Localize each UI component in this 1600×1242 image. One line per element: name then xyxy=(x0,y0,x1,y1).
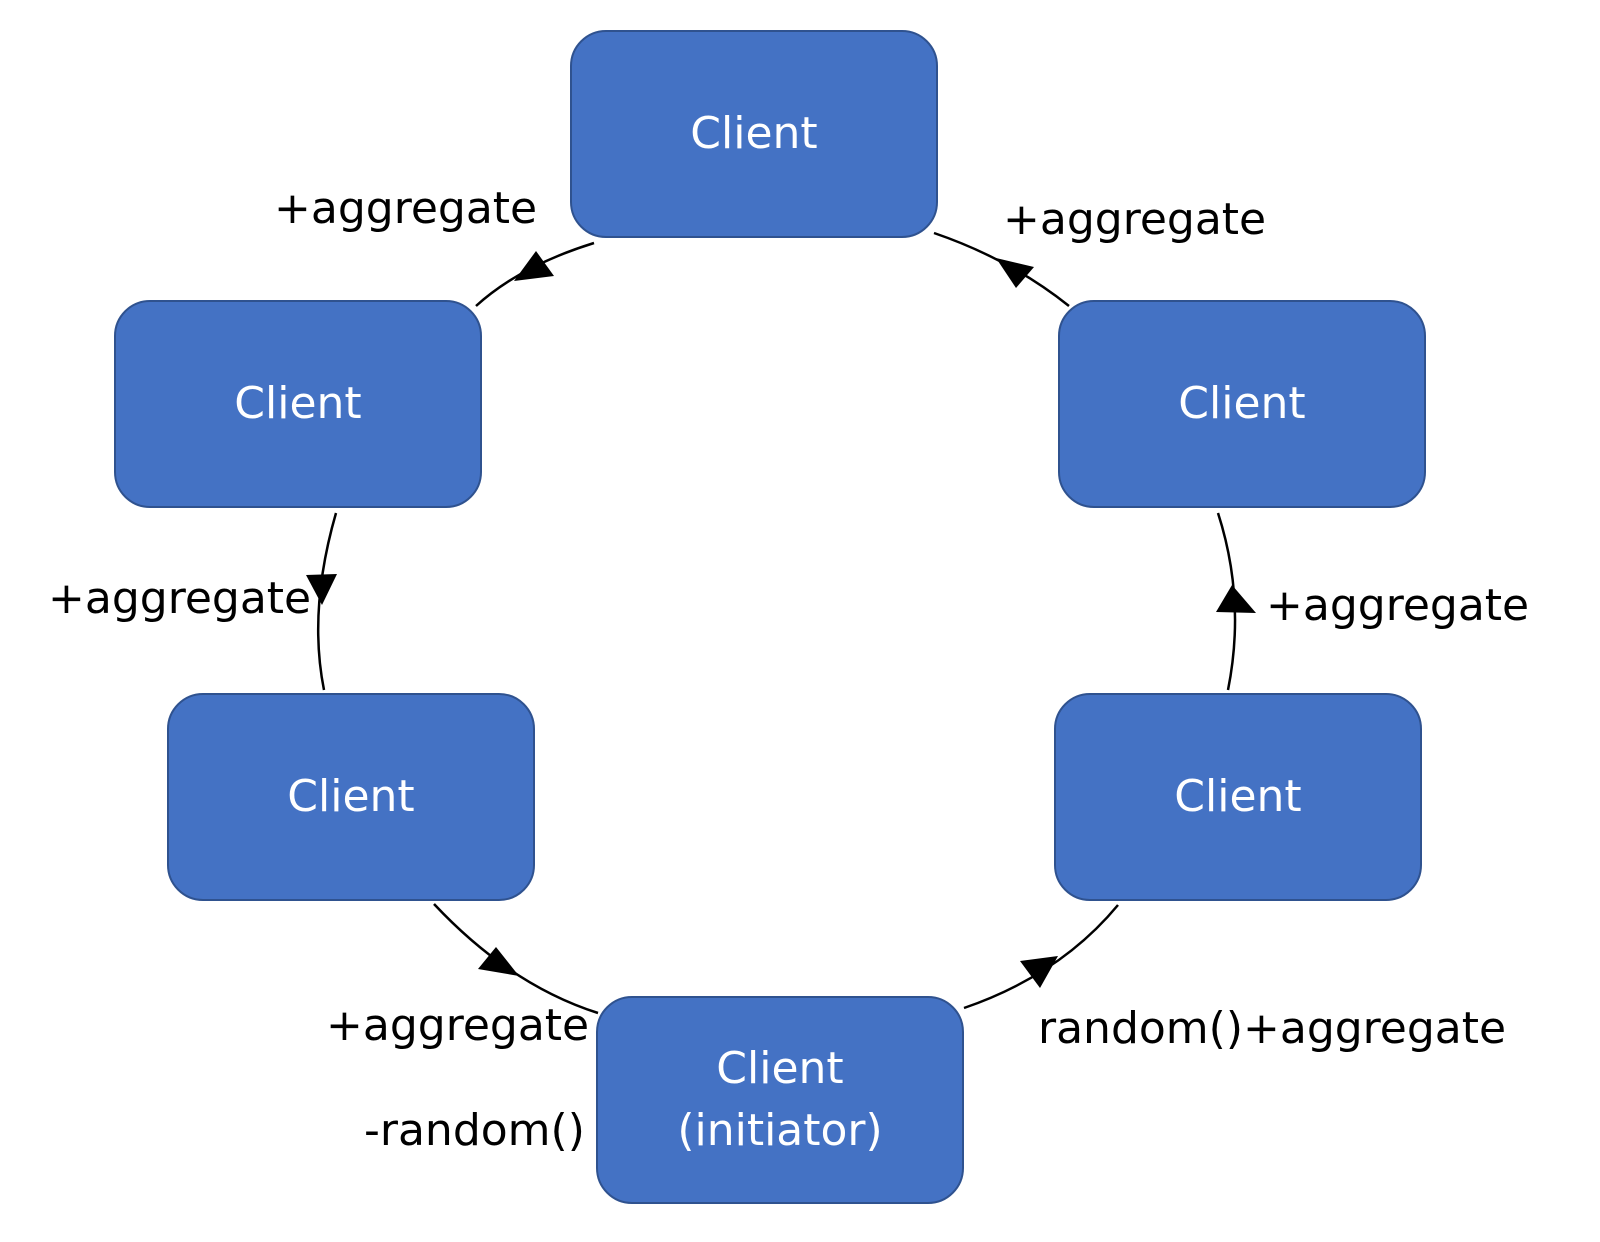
client-node-upper-left: Client xyxy=(114,300,482,508)
edge-label-upper-right-to-top: +aggregate xyxy=(1003,194,1267,245)
arrowhead-upper-right-to-top xyxy=(996,258,1034,288)
client-node-initiator-sublabel: (initiator) xyxy=(677,1105,883,1156)
edge-initiator-to-lower-right xyxy=(963,904,1119,1010)
edge-label-lower-right-to-upper-right: +aggregate xyxy=(1266,580,1530,631)
client-node-top-label: Client xyxy=(690,108,818,159)
edge-label-initiator-to-lower-right: random()+aggregate xyxy=(1038,1003,1507,1054)
arrowhead-lower-left-to-initiator xyxy=(478,947,519,976)
edge-lower-left-to-initiator xyxy=(433,903,599,1015)
arrowhead-initiator-to-lower-right xyxy=(1020,956,1058,988)
edge-label-lower-left-to-initiator: +aggregate xyxy=(326,1000,590,1051)
client-node-lower-left: Client xyxy=(167,693,535,901)
edge-upper-left-to-lower-left xyxy=(316,512,338,691)
arrowhead-top-to-upper-left xyxy=(514,251,554,281)
client-node-top: Client xyxy=(570,30,938,238)
edge-label-upper-left-to-lower-left: +aggregate xyxy=(48,573,312,624)
client-node-lower-right-label: Client xyxy=(1174,771,1302,822)
client-node-lower-right: Client xyxy=(1054,693,1422,901)
edge-label-lower-left-to-initiator-extra: -random() xyxy=(364,1105,585,1156)
arrowhead-upper-left-to-lower-left xyxy=(306,574,337,605)
client-node-initiator-label: Client xyxy=(716,1043,844,1094)
arrowhead-lower-right-to-upper-right xyxy=(1216,585,1256,613)
client-node-upper-right: Client xyxy=(1058,300,1426,508)
client-node-upper-right-label: Client xyxy=(1178,378,1306,429)
edge-label-top-to-upper-left: +aggregate xyxy=(274,183,538,234)
client-node-upper-left-label: Client xyxy=(234,378,362,429)
client-node-lower-left-label: Client xyxy=(287,771,415,822)
client-node-initiator: Client (initiator) xyxy=(596,996,964,1204)
